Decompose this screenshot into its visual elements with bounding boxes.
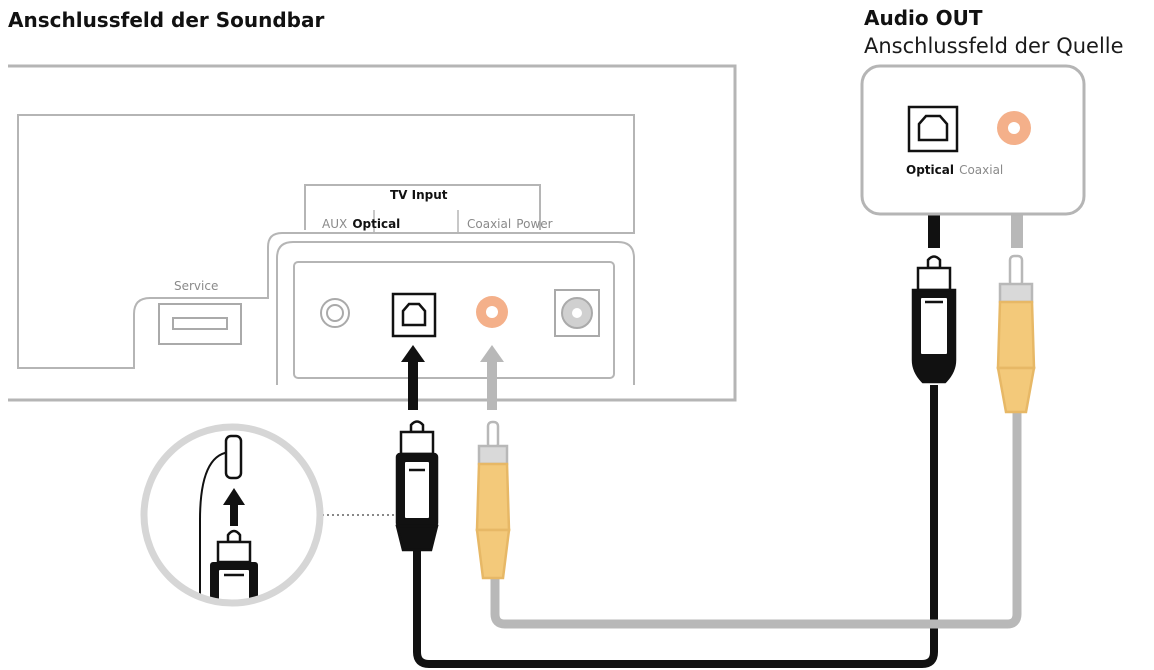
optical-plug-soundbar <box>395 420 439 552</box>
optical-plug-source <box>911 255 957 384</box>
source-coaxial-port <box>997 111 1031 145</box>
optical-label: Optical <box>352 217 401 231</box>
arrow-up-coaxial-icon <box>480 345 504 410</box>
soundbar-optical-port <box>391 292 437 338</box>
arrow-up-optical-icon <box>401 345 425 410</box>
optical-cable <box>413 385 938 668</box>
aux-port <box>320 298 350 328</box>
soundbar-coaxial-port <box>476 296 508 328</box>
service-usb-port <box>158 303 242 345</box>
source-panel <box>860 64 1086 216</box>
coaxial-label: Coaxial <box>467 217 512 231</box>
power-port <box>554 289 600 337</box>
source-panel-title: Anschlussfeld der Quelle <box>864 34 1124 58</box>
soundbar-body <box>8 64 737 402</box>
optical-plug-detail-inset <box>140 423 324 607</box>
source-optical-label: Optical <box>906 163 954 177</box>
source-coaxial-label: Coaxial <box>959 163 1004 177</box>
soundbar-panel-title: Anschlussfeld der Soundbar <box>8 8 325 32</box>
coaxial-cable <box>490 410 1022 629</box>
power-label: Power <box>516 217 553 231</box>
input-port-labels: AUX Optical <box>322 213 400 232</box>
coax-power-labels: Coaxial Power <box>467 213 553 232</box>
audio-out-title: Audio OUT <box>864 6 983 30</box>
source-port-labels: Optical Coaxial <box>906 159 1003 178</box>
aux-label: AUX <box>322 217 348 231</box>
coaxial-plug-source <box>996 254 1036 414</box>
source-optical-port <box>907 105 959 153</box>
tv-input-label: TV Input <box>390 188 448 202</box>
coaxial-plug-soundbar <box>475 420 511 580</box>
service-label: Service <box>174 279 219 293</box>
